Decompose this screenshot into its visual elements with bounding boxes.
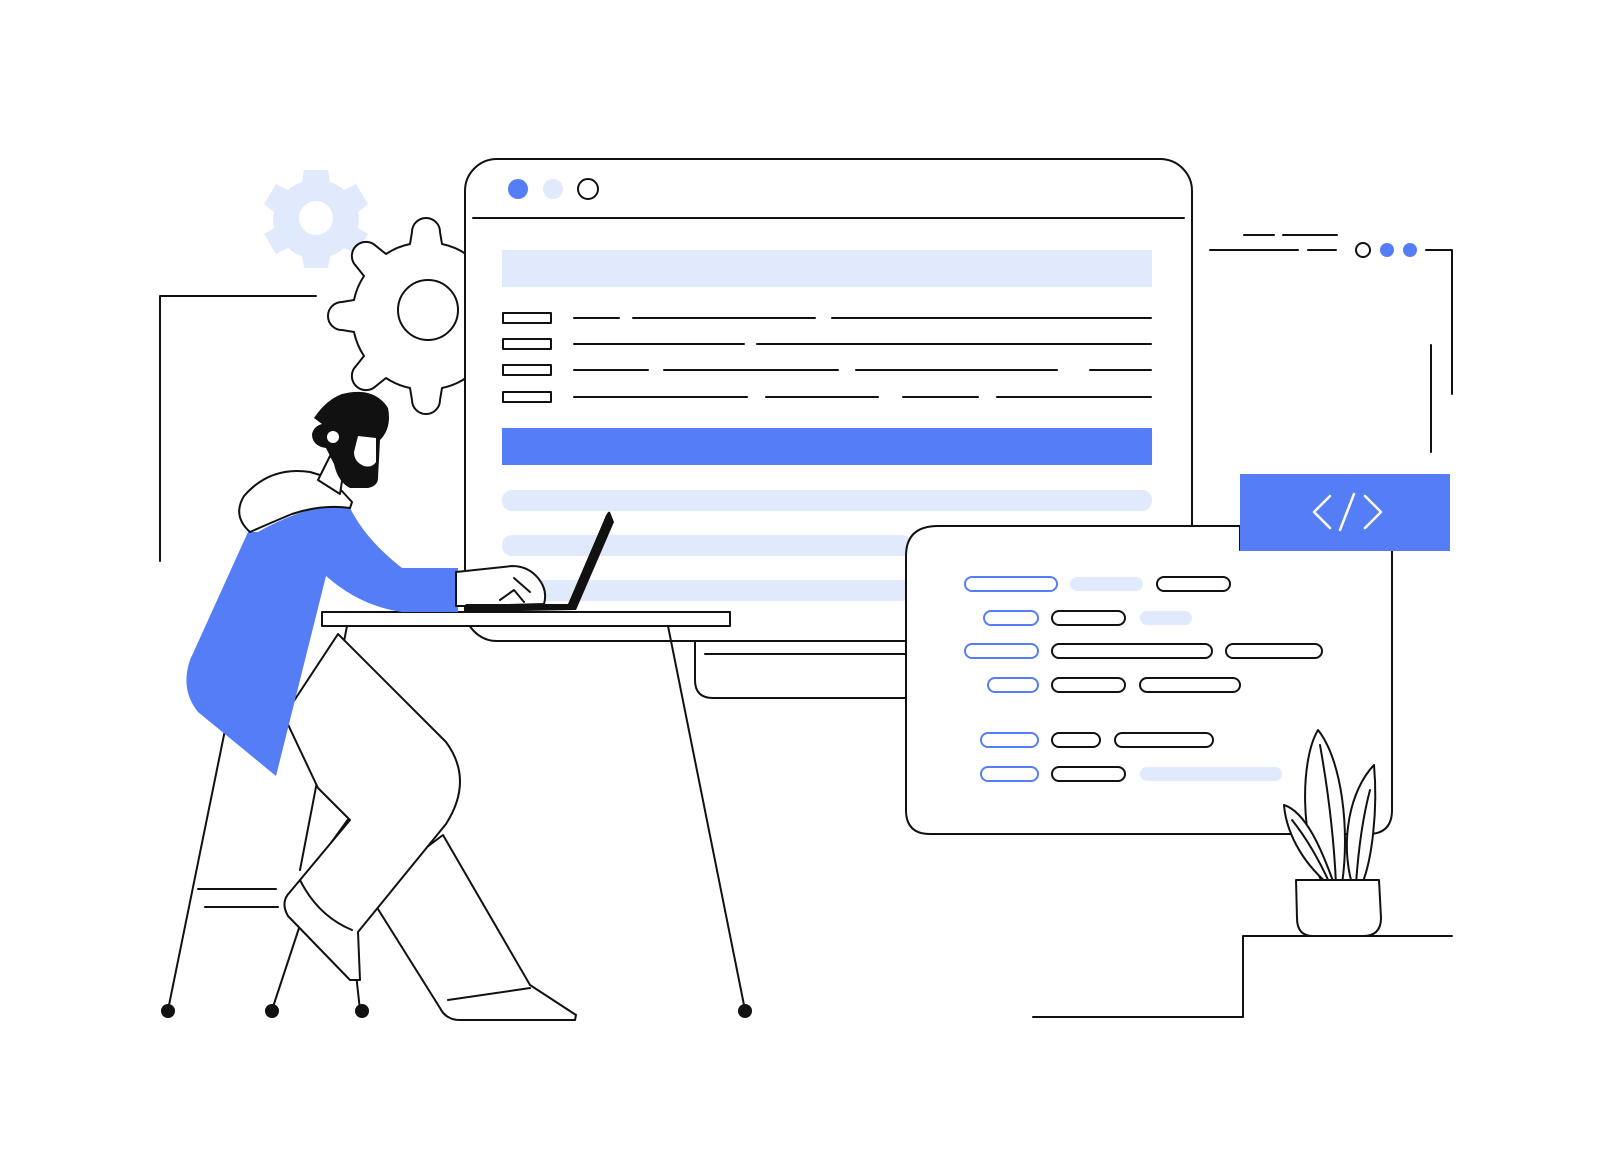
monitor-stand	[694, 639, 911, 699]
laptop	[464, 511, 614, 612]
code-panel	[905, 474, 1450, 835]
desk	[299, 611, 752, 1018]
developer-person	[186, 391, 614, 1021]
person-jacket	[186, 506, 458, 776]
window-dot-outline	[577, 178, 599, 200]
browser-header-bar	[502, 250, 1152, 287]
window-dot-accent	[508, 179, 528, 199]
browser-content-pill-2	[502, 535, 912, 556]
browser-list-rows	[502, 312, 1152, 403]
browser-highlight-bar	[502, 428, 1152, 465]
person-front-leg	[283, 633, 461, 981]
code-brackets-icon	[1312, 492, 1383, 532]
code-lines	[964, 576, 1323, 782]
browser-content-pill-1	[502, 490, 1152, 511]
top-right-dots	[1355, 242, 1417, 258]
right-frame-lines	[1209, 234, 1453, 453]
window-dot-light	[543, 179, 563, 199]
left-frame-line	[159, 295, 317, 562]
browser-content-pill-3	[502, 580, 912, 601]
floor-step	[1032, 935, 1453, 1018]
potted-plant	[1283, 729, 1382, 937]
browser-window	[464, 158, 1193, 642]
person-hand	[455, 565, 547, 607]
code-badge	[1240, 474, 1450, 551]
gear-icon-light	[264, 170, 368, 268]
